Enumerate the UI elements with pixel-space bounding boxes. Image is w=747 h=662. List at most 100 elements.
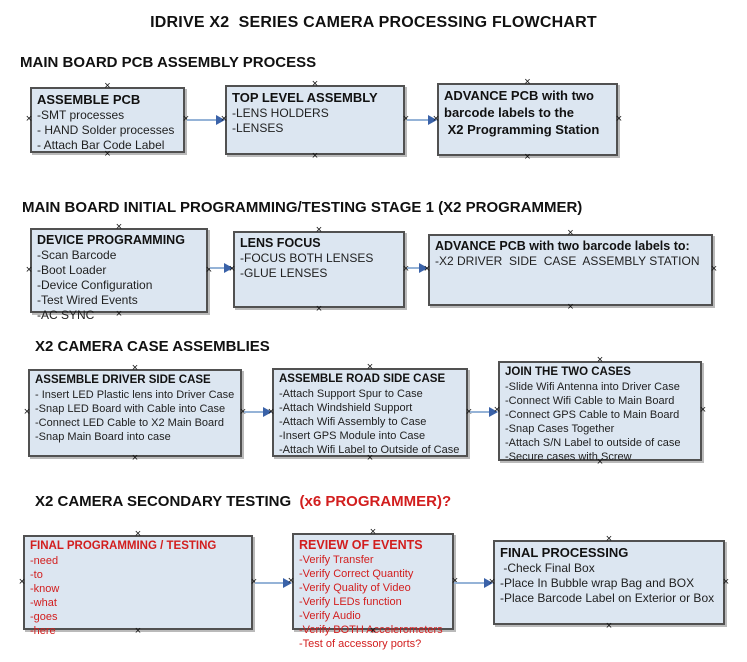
flow-box-item: -Insert GPS Module into Case [279, 430, 426, 442]
flow-box-item: -Secure cases with Screw [505, 451, 632, 463]
anchor-point-icon [524, 153, 532, 161]
flow-box-item: -Verify BOTH Accelerometers [299, 624, 443, 636]
flow-box-item: -Verify LEDs function [299, 596, 402, 608]
flow-box-item: -LENS HOLDERS [232, 106, 329, 120]
flow-arrow-icon [454, 578, 493, 588]
flow-box-item: -GLUE LENSES [240, 266, 328, 280]
flow-box-title: REVIEW OF EVENTS [299, 538, 423, 552]
flow-box-title: DEVICE PROGRAMMING [37, 233, 185, 247]
flow-box-title: ADVANCE PCB with two barcode labels to: [435, 239, 690, 253]
flow-box-item: -Device Configuration [37, 278, 153, 292]
flow-box-item: - HAND Solder processes [37, 123, 175, 137]
anchor-point-icon [605, 535, 613, 543]
anchor-point-icon [369, 528, 377, 536]
flow-box-title: ASSEMBLE DRIVER SIDE CASE [35, 374, 211, 386]
anchor-point-icon [311, 80, 319, 88]
flow-box-item: -Snap LED Board with Cable into Case [35, 403, 226, 415]
flow-box-item: -to [30, 569, 43, 581]
flow-box-item: -Connect GPS Cable to Main Board [505, 409, 680, 421]
flow-arrow-icon [187, 115, 225, 125]
anchor-point-icon [131, 454, 139, 462]
flow-box-title: ASSEMBLE ROAD SIDE CASE [279, 373, 446, 385]
flow-box-item: -Verify Audio [299, 610, 361, 622]
flow-box-advance-pcb-case-assembly[interactable]: ADVANCE PCB with two barcode labels to: … [428, 234, 713, 306]
flow-arrow-icon [210, 263, 233, 273]
flow-arrow-icon [244, 407, 272, 417]
anchor-point-icon [315, 305, 323, 313]
anchor-point-icon [710, 265, 718, 273]
flow-box-item: -FOCUS BOTH LENSES [240, 251, 374, 265]
flow-box-item: -AC SYNC [37, 308, 95, 322]
flow-box-item: - Attach Bar Code Label [37, 138, 165, 152]
anchor-point-icon [131, 364, 139, 372]
page-title: IDRIVE X2 SERIES CAMERA PROCESSING FLOWC… [150, 14, 597, 31]
flow-box-item: -Attach S/N Label to outside of case [505, 437, 681, 449]
anchor-point-icon [699, 406, 707, 414]
anchor-point-icon [722, 578, 730, 586]
flow-box-item: -Snap Main Board into case [35, 431, 171, 443]
flow-arrow-icon [470, 407, 498, 417]
flow-box-title: FINAL PROCESSING [500, 545, 629, 560]
flow-box-item: -Attach Wifi Label to Outside of Case [279, 444, 460, 456]
anchor-point-icon [25, 266, 33, 274]
anchor-point-icon [366, 363, 374, 371]
flow-box-title: LENS FOCUS [240, 236, 321, 250]
flow-box-assemble-road-side-case[interactable]: ASSEMBLE ROAD SIDE CASE -Attach Support … [272, 368, 468, 457]
flow-box-review-of-events[interactable]: REVIEW OF EVENTS -Verify Transfer -Verif… [292, 533, 454, 650]
section-header-initial-programming: MAIN BOARD INITIAL PROGRAMMING/TESTING S… [22, 199, 582, 216]
section-header-text: X2 CAMERA CASE ASSEMBLIES [35, 338, 270, 355]
section-header-text: MAIN BOARD PCB ASSEMBLY PROCESS [20, 54, 317, 71]
flow-box-item: - Insert LED Plastic lens into Driver Ca… [35, 389, 235, 401]
anchor-point-icon [524, 78, 532, 86]
flow-box-final-processing[interactable]: FINAL PROCESSING -Check Final Box -Place… [493, 540, 725, 625]
flow-box-item: -goes [30, 611, 58, 623]
flow-box-device-programming[interactable]: DEVICE PROGRAMMING -Scan Barcode -Boot L… [30, 228, 208, 322]
anchor-point-icon [596, 356, 604, 364]
flow-box-item: -SMT processes [37, 108, 125, 122]
anchor-point-icon [115, 223, 123, 231]
flow-box-item: -Verify Correct Quantity [299, 568, 414, 580]
flow-arrow-icon [407, 263, 428, 273]
flow-box-item: -Attach Wifi Assembly to Case [279, 416, 427, 428]
section-header-secondary-testing: X2 CAMERA SECONDARY TESTING (x6 PROGRAMM… [35, 493, 451, 510]
flow-box-item: -Snap Cases Together [505, 423, 615, 435]
flow-box-item: -LENSES [232, 121, 284, 135]
anchor-point-icon [18, 578, 26, 586]
flow-box-item: -Verify Quality of Video [299, 582, 411, 594]
flow-box-advance-pcb-programming-station[interactable]: ADVANCE PCB with two barcode labels to t… [437, 83, 618, 156]
anchor-point-icon [134, 530, 142, 538]
flow-box-item: -Connect Wifi Cable to Main Board [505, 395, 675, 407]
flow-box-title: FINAL PROGRAMMING / TESTING [30, 540, 217, 552]
flow-box-item: -Scan Barcode [37, 248, 117, 262]
anchor-point-icon [311, 152, 319, 160]
flow-box-item: -Verify Transfer [299, 554, 374, 566]
section-header-pcb-assembly: MAIN BOARD PCB ASSEMBLY PROCESS [20, 54, 316, 71]
flow-box-lens-focus[interactable]: LENS FOCUS -FOCUS BOTH LENSES -GLUE LENS… [233, 231, 405, 308]
flow-arrow-icon [407, 115, 437, 125]
flow-box-title: TOP LEVEL ASSEMBLY [232, 90, 378, 105]
flow-box-item: -Place Barcode Label on Exterior or Box [500, 591, 715, 605]
anchor-point-icon [23, 408, 31, 416]
flow-box-assemble-pcb[interactable]: ASSEMBLE PCB -SMT processes - HAND Solde… [30, 87, 185, 153]
section-header-text: X2 CAMERA SECONDARY TESTING [35, 493, 296, 510]
flow-box-item: -what [30, 597, 57, 609]
flow-box-item: -need [30, 555, 59, 567]
anchor-point-icon [567, 303, 575, 311]
flow-box-join-the-two-cases[interactable]: JOIN THE TWO CASES -Slide Wifi Antenna i… [498, 361, 702, 463]
flow-box-item: -Check Final Box [500, 561, 595, 575]
flow-box-item: -Boot Loader [37, 263, 107, 277]
flow-box-final-programming-testing[interactable]: FINAL PROGRAMMING / TESTING -need -to -k… [23, 535, 253, 637]
flow-box-item: -Attach Support Spur to Case [279, 388, 423, 400]
anchor-point-icon [605, 622, 613, 630]
flow-box-title: ASSEMBLE PCB [37, 92, 141, 107]
flow-box-assemble-driver-side-case[interactable]: ASSEMBLE DRIVER SIDE CASE - Insert LED P… [28, 369, 242, 457]
section-header-case-assemblies: X2 CAMERA CASE ASSEMBLIES [35, 338, 270, 355]
flow-box-item: -Attach Windshield Support [279, 402, 413, 414]
flow-box-item: -know [30, 583, 60, 595]
flow-box-top-level-assembly[interactable]: TOP LEVEL ASSEMBLY -LENS HOLDERS -LENSES [225, 85, 405, 155]
section-header-accent: (x6 PROGRAMMER)? [295, 493, 452, 510]
flow-box-item: -Connect LED Cable to X2 Main Board [35, 417, 224, 429]
anchor-point-icon [104, 82, 112, 90]
flow-box-title: ADVANCE PCB with two barcode labels to t… [444, 88, 600, 137]
